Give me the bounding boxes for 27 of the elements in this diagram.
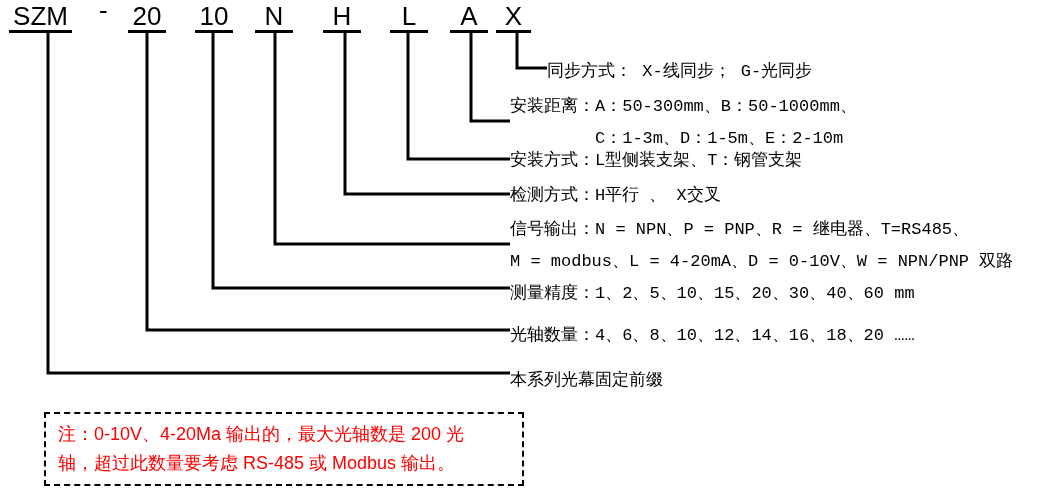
code-segment: 10 [195,2,233,33]
code-segment: N [255,2,293,33]
description-text: 本系列光幕固定前缀 [510,365,663,397]
code-segment: 20 [128,2,166,33]
description-text: 检测方式：H平行 、 X交叉 [510,180,721,212]
description-text: 同步方式： X-线同步； G-光同步 [547,56,813,88]
leader-line [211,33,510,290]
code-segment: H [323,2,361,33]
description-text: 测量精度：1、2、5、10、15、20、30、40、60 mm [510,278,915,310]
leader-line [515,33,547,70]
leader-line [145,33,510,332]
leader-line [469,33,510,123]
leader-line [406,33,510,161]
code-segment: X [496,2,531,33]
note-box [44,412,524,486]
description-text: 光轴数量：4、6、8、10、12、14、16、18、20 …… [510,320,915,352]
description-text: 安装方式：L型侧装支架、T：钢管支架 [510,145,803,177]
separator-dash: - [99,0,108,20]
description-text: M = modbus、L = 4-20mA、D = 0-10V、W = NPN/PNP 双路 [510,251,1014,273]
leader-line [46,33,510,375]
leader-line [273,33,510,246]
note-text: 注：0-10V、4-20Ma 输出的，最大光轴数是 200 光轴，超过此数量要考虑 RS-485 或 Modbus 输出。 [58,423,466,475]
code-segment: SZM [9,2,72,33]
leader-line [343,33,510,196]
code-segment: L [390,2,428,33]
code-segment: A [450,2,488,33]
description-text: 信号输出：N = NPN、P = PNP、R = 继电器、T=RS485、 [510,219,970,241]
